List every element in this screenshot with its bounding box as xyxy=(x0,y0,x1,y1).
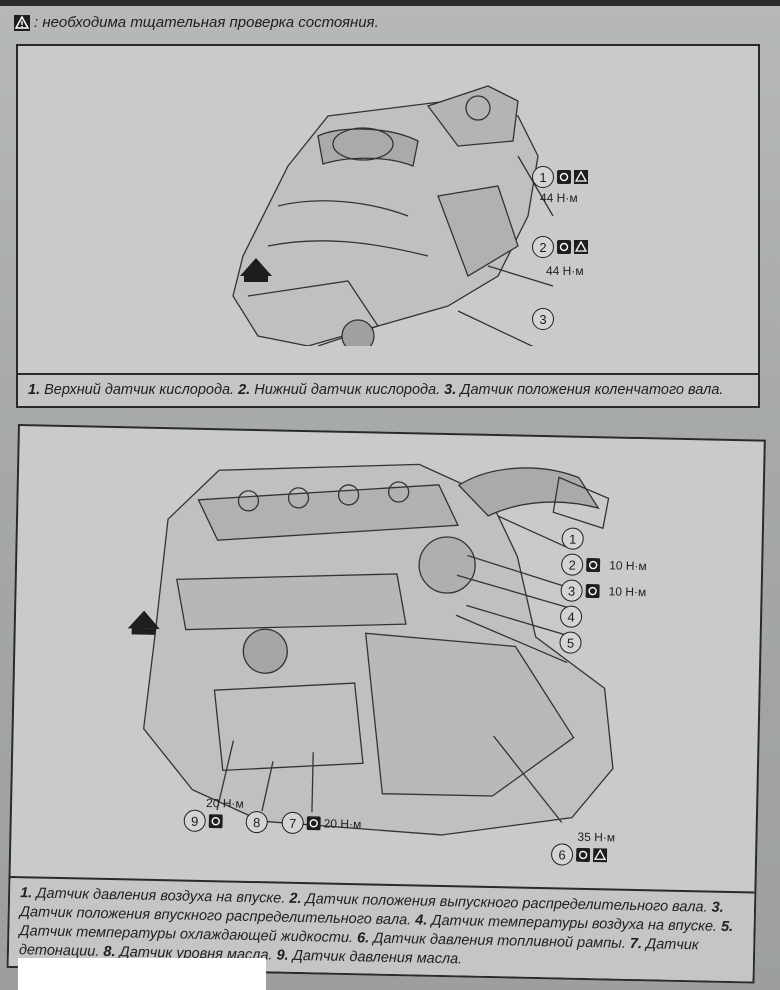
torque-value: 20 Н·м xyxy=(205,796,244,811)
callout-3: 3 xyxy=(532,308,554,330)
callout-number: 2 xyxy=(532,236,554,258)
caption-num: 7. xyxy=(629,935,643,953)
torque-wrench-icon xyxy=(557,170,571,184)
caption-num: 1. xyxy=(20,885,33,902)
caption-text: Верхний датчик кислорода. xyxy=(40,382,239,398)
torque-wrench-icon xyxy=(586,557,601,573)
callout-number: 3 xyxy=(560,579,583,602)
caption-num: 5. xyxy=(720,918,734,936)
torque-value: 35 Н·м xyxy=(577,829,616,845)
callout-2: 2 10 Н·м xyxy=(560,553,647,577)
callout-number: 7 xyxy=(281,811,304,835)
caption-num: 2. xyxy=(238,382,251,398)
callout-number: 1 xyxy=(532,166,554,188)
figure-2: 1 2 10 Н·м 3 10 Н·м 4 5 35 Н·м 6 7 20 Н·… xyxy=(6,424,766,984)
caption-num: 3. xyxy=(444,382,457,398)
caption-num: 6. xyxy=(356,930,370,947)
engine-drawing-2 xyxy=(127,463,614,836)
warning-triangle-icon xyxy=(14,14,30,31)
warning-triangle-icon xyxy=(574,170,588,184)
blank-area xyxy=(18,958,266,990)
callout-6: 6 xyxy=(550,843,608,866)
callout-1: 1 xyxy=(532,166,588,188)
caption-text: Нижний датчик кислорода. xyxy=(250,382,445,398)
caption-num: 3. xyxy=(711,899,724,916)
callout-number: 5 xyxy=(559,631,582,654)
caption-num: 4. xyxy=(415,912,428,929)
callout-number: 8 xyxy=(245,810,268,834)
callout-5: 5 xyxy=(559,631,582,654)
caption-text: Датчик давления воздуха на впуске. xyxy=(32,885,290,907)
engine-drawing-1 xyxy=(232,85,554,346)
torque-wrench-icon xyxy=(208,814,223,829)
torque-value: 44 Н·м xyxy=(540,191,578,205)
legend-note: : необходима тщательная проверка состоян… xyxy=(14,14,379,31)
legend-text: : необходима тщательная проверка состоян… xyxy=(34,14,379,31)
callout-number: 1 xyxy=(561,527,584,550)
caption-text: Датчик положения коленчатого вала. xyxy=(456,382,724,398)
torque-wrench-icon xyxy=(585,583,600,599)
callout-7: 7 20 Н·м xyxy=(281,811,362,836)
torque-wrench-icon xyxy=(306,816,321,831)
callout-8: 8 xyxy=(245,810,268,834)
callout-number: 2 xyxy=(560,553,584,576)
callout-9: 9 xyxy=(183,809,223,833)
callout-number: 3 xyxy=(532,308,554,330)
torque-value: 10 Н·м xyxy=(608,584,647,600)
top-rule xyxy=(0,0,780,6)
figure-1-caption: 1. Верхний датчик кислорода. 2. Нижний д… xyxy=(18,373,758,406)
caption-text: Датчик давления топливной рампы. xyxy=(369,930,631,952)
caption-num: 1. xyxy=(28,382,41,398)
callout-1: 1 xyxy=(561,527,584,550)
torque-value: 20 Н·м xyxy=(323,816,362,832)
caption-num: 9. xyxy=(276,947,289,964)
torque-value: 44 Н·м xyxy=(546,264,584,278)
callout-number: 4 xyxy=(559,605,583,628)
caption-num: 2. xyxy=(289,890,302,908)
callout-number: 9 xyxy=(183,809,206,833)
caption-text: Датчик температуры воздуха на впуске. xyxy=(427,912,722,935)
callout-4: 4 xyxy=(559,605,583,628)
torque-wrench-icon xyxy=(557,240,571,254)
caption-text: Датчик давления масла. xyxy=(288,947,463,968)
warning-triangle-icon xyxy=(592,848,608,863)
figure-1: 1 44 Н·м 2 44 Н·м 3 1. Верхний датчик ки… xyxy=(16,44,760,408)
callout-3: 3 10 Н·м xyxy=(560,579,646,603)
callout-number: 6 xyxy=(550,843,574,866)
torque-value: 10 Н·м xyxy=(609,558,647,574)
warning-triangle-icon xyxy=(574,240,588,254)
callout-2: 2 xyxy=(532,236,588,258)
torque-wrench-icon xyxy=(575,847,591,863)
